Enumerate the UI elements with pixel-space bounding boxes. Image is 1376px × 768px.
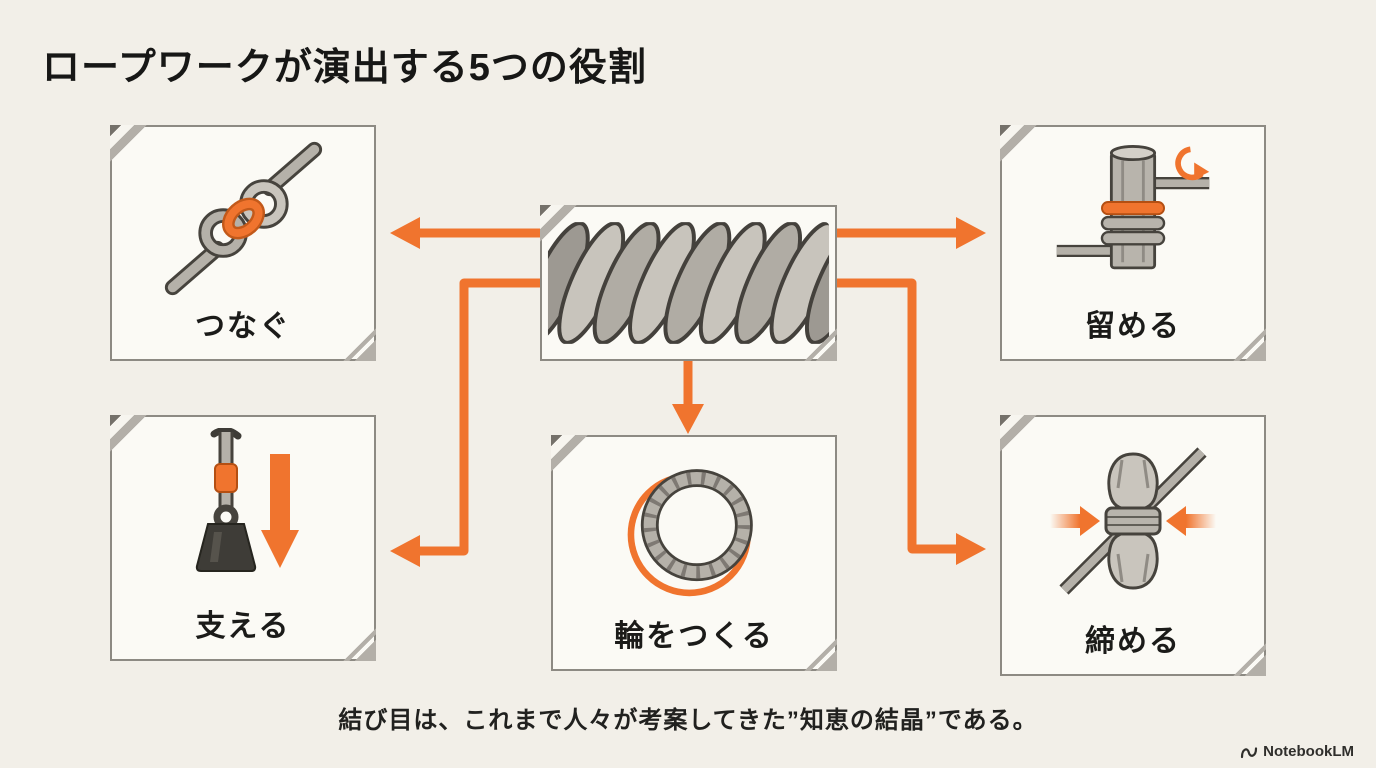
cinched-bundle-icon xyxy=(1002,417,1264,616)
arrowhead-tighten-icon xyxy=(956,533,986,565)
footer-caption: 結び目は、これまで人々が考案してきた”知恵の結晶”である。 xyxy=(338,707,1038,734)
corner-decoration-icon xyxy=(795,629,837,671)
notebooklm-logo-icon xyxy=(1241,746,1258,758)
arrowhead-loop-icon xyxy=(672,404,704,434)
arrow-line-to-tighten xyxy=(834,278,958,554)
notebooklm-branding: NotebookLM xyxy=(1240,743,1354,760)
page-title: ロープワークが演出する5つの役割 xyxy=(42,47,647,89)
rope-loop-icon xyxy=(553,437,835,611)
rope-photo-card xyxy=(540,205,837,361)
arrowhead-support-icon xyxy=(390,535,420,567)
joining-knot-icon xyxy=(112,127,374,301)
arrowhead-connect-icon xyxy=(390,217,420,249)
card-label-fasten: 留める xyxy=(1085,310,1181,343)
arrow-line-to-support xyxy=(418,278,542,556)
card-fasten: 留める xyxy=(1000,125,1266,361)
card-label-connect: つなぐ xyxy=(195,310,291,343)
rope-holding-weight-icon xyxy=(112,417,374,601)
card-loop: 輪をつくる xyxy=(551,435,837,671)
card-tighten: 締める xyxy=(1000,415,1266,676)
card-support: 支える xyxy=(110,415,376,661)
card-label-support: 支える xyxy=(195,610,291,643)
twisted-rope-icon xyxy=(547,222,830,344)
card-connect: つなぐ xyxy=(110,125,376,361)
twisted-rope-photo xyxy=(542,207,835,359)
card-label-loop: 輪をつくる xyxy=(614,620,774,653)
corner-decoration-icon xyxy=(334,319,376,361)
notebooklm-label: NotebookLM xyxy=(1263,743,1354,760)
arrowhead-fasten-icon xyxy=(956,217,986,249)
corner-decoration-icon xyxy=(1224,319,1266,361)
rope-around-post-icon xyxy=(1002,127,1264,301)
card-label-tighten: 締める xyxy=(1085,625,1181,658)
corner-decoration-icon xyxy=(334,619,376,661)
corner-decoration-icon xyxy=(1224,634,1266,676)
